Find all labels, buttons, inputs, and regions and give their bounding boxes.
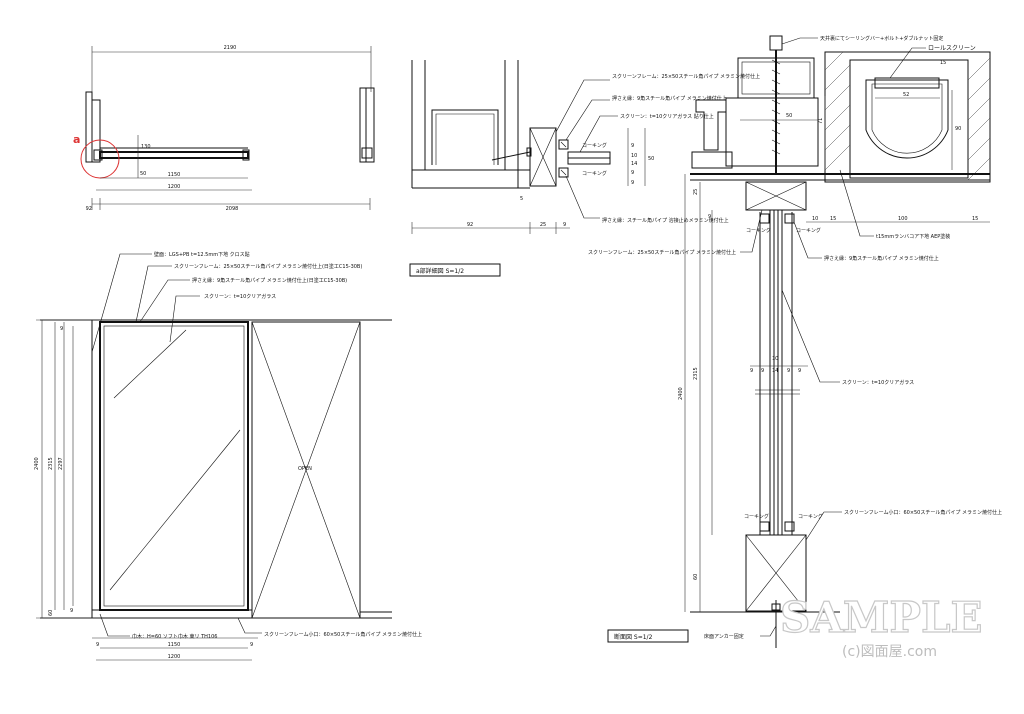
sec-dim-10b: 10 <box>772 356 778 362</box>
detail-dim-v1: 10 <box>631 153 637 159</box>
sec-dim-50: 50 <box>786 113 792 119</box>
elev-dim-60: 60 <box>48 610 54 616</box>
elev-dim-9-bottom: 9 <box>70 608 73 614</box>
note-roll-screen: ロールスクリーン <box>928 45 976 52</box>
elev-dim-9-right: 9 <box>250 642 253 648</box>
open-label: OPEN <box>298 466 312 472</box>
detail-marker-a: a <box>73 133 80 146</box>
note-wall: 壁面：LGS+PB t=12.5mm下地 クロス貼 <box>154 251 250 258</box>
elev-dim-1150: 1150 <box>168 642 181 648</box>
plan-view: 2190 a 1150 1200 92 2098 130 50 <box>73 45 375 212</box>
note-sec-bottom-frame: スクリーンフレーム小口：60×50スチール角パイプ メラミン焼付仕上 <box>844 509 1002 516</box>
sec-dim-15b: 15 <box>972 216 978 222</box>
plan-dim-50: 50 <box>140 171 146 177</box>
detail-dim-v3: 9 <box>631 170 634 176</box>
sec-caulk-1: コーキング <box>796 227 821 234</box>
note-sec-top: 天井裏にてシーリングバー+ボルト+ダブルナット固定 <box>820 35 943 42</box>
sec-mid-dim-4: 9 <box>798 368 801 374</box>
sec-dim-52: 52 <box>903 92 909 98</box>
detail-dim-v0: 9 <box>631 143 634 149</box>
sec-dim-25: 25 <box>693 189 699 195</box>
sec-mid-dim-3: 9 <box>787 368 790 374</box>
watermark-credit: (c)図面屋.com <box>842 644 937 660</box>
detail-a-title: a部詳細図 S=1/2 <box>416 267 464 275</box>
sec-caulk-0: コーキング <box>746 227 771 234</box>
note-detail-stop2: 押さえ縁：スチール角パイプ 溶接止めメラミン焼付仕上 <box>602 217 729 224</box>
sec-dim-71: 71 <box>818 118 824 124</box>
note-elev-frame: スクリーンフレーム：25×50スチール角パイプ メラミン焼付仕上(日塗工C15-… <box>174 263 362 270</box>
watermark: SAMPLE (c)図面屋.com <box>779 592 983 660</box>
sec-caulk-3: コーキング <box>798 513 823 520</box>
sec-dim-2400: 2400 <box>678 387 684 400</box>
detail-dim-92: 92 <box>467 222 473 228</box>
detail-dim-v2: 14 <box>631 161 637 167</box>
detail-dim-5: 5 <box>520 196 523 202</box>
sec-dim-15c: 15 <box>940 60 946 66</box>
elev-dim-2297: 2297 <box>58 457 64 470</box>
detail-dim-25: 25 <box>540 222 546 228</box>
detail-dim-v4: 9 <box>631 180 634 186</box>
watermark-sample: SAMPLE <box>780 593 983 642</box>
detail-caulk-bottom: コーキング <box>582 170 607 177</box>
section-view: 52 71 90 50 <box>588 35 1002 648</box>
elev-dim-9-left: 9 <box>96 642 99 648</box>
sec-dim-2315: 2315 <box>693 367 699 380</box>
elevation-view: OPEN 2400 2315 2297 9 60 9 9 1150 9 1200… <box>34 251 422 661</box>
note-elev-stop: 押さえ縁：9角スチール角パイプ メラミン焼付仕上(日塗工C15-30B) <box>192 277 347 284</box>
sec-dim-15a: 15 <box>830 216 836 222</box>
sec-caulk-2: コーキング <box>744 513 769 520</box>
sec-dim-90: 90 <box>955 126 961 132</box>
note-elev-bottom-frame: スクリーンフレーム小口：60×50スチール角パイプ メラミン焼付仕上 <box>264 631 422 638</box>
note-floor-anchor: 床面アンカー固定 <box>704 633 744 640</box>
elev-dim-9-top: 9 <box>60 326 63 332</box>
note-elev-glass: スクリーン：t=10クリアガラス <box>204 293 276 300</box>
note-sec-frame: スクリーンフレーム：25×50スチール角パイプ メラミン焼付仕上 <box>588 249 736 256</box>
detail-dim-50: 50 <box>648 156 654 162</box>
elev-dim-2315: 2315 <box>48 457 54 470</box>
sec-mid-dim-0: 9 <box>750 368 753 374</box>
elev-dim-1200: 1200 <box>168 654 181 660</box>
plan-dim-1200: 1200 <box>168 184 181 190</box>
detail-caulk-top: コーキング <box>582 142 607 149</box>
note-baseboard: 巾木：H=60 ソフト巾木 東リ TH106 <box>132 633 217 640</box>
detail-a-view: コーキング コーキング 9 10 14 9 9 50 92 25 9 5 スクリ… <box>409 60 760 277</box>
plan-dim-130: 130 <box>141 144 151 150</box>
detail-dim-9: 9 <box>563 222 566 228</box>
section-title: 断面図 S=1/2 <box>614 633 653 641</box>
note-sec-stop: 押さえ縁：9角スチール角パイプ メラミン焼付仕上 <box>824 255 939 262</box>
note-sec-glass: スクリーン：t=10クリアガラス <box>842 379 914 386</box>
sec-dim-9: 9 <box>708 214 711 220</box>
sec-mid-dim-1: 9 <box>761 368 764 374</box>
sec-mid-dim-2: 14 <box>772 368 778 374</box>
plan-dim-2190: 2190 <box>224 45 237 51</box>
note-sec-board: t15mmランバコア下地 AEP塗装 <box>876 233 950 240</box>
plan-dim-1150: 1150 <box>168 172 181 178</box>
sec-dim-60: 60 <box>693 574 699 580</box>
note-detail-glass: スクリーン：t=10クリアガラス 貼り仕上 <box>620 113 714 120</box>
sec-dim-10: 10 <box>812 216 818 222</box>
plan-dim-2098: 2098 <box>226 206 239 212</box>
note-detail-stop1: 押さえ縁：9角スチール角パイプ メラミン焼付仕上 <box>612 95 727 102</box>
plan-dim-92: 92 <box>86 206 92 212</box>
note-detail-frame: スクリーンフレーム：25×50スチール角パイプ メラミン焼付仕上 <box>612 73 760 80</box>
sec-dim-100: 100 <box>898 216 908 222</box>
elev-dim-2400: 2400 <box>34 457 40 470</box>
